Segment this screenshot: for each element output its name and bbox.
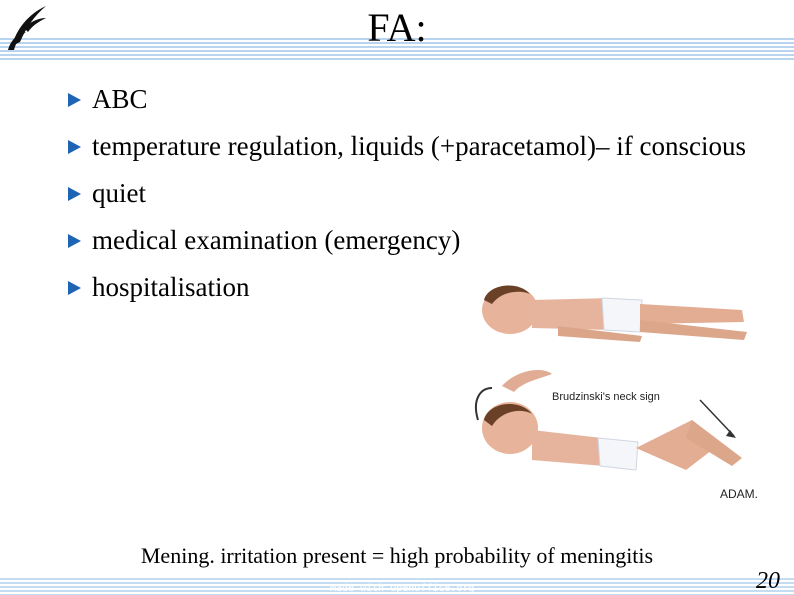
bullet-item: quiet <box>66 178 766 208</box>
bullet-text: ABC <box>92 84 148 114</box>
bullet-item: medical examination (emergency) <box>66 225 766 255</box>
figure-brand: ADAM. <box>720 487 758 501</box>
openoffice-logo-icon <box>8 6 46 50</box>
bullet-item: hospitalisation <box>66 272 766 302</box>
bullet-text: hospitalisation <box>92 272 250 302</box>
footer-note: Made with OpenOffice.org <box>330 583 475 594</box>
child-neck-flexed <box>474 370 742 471</box>
triangle-bullet-icon <box>68 234 81 248</box>
brudzinski-illustration: Brudzinski's neck sign ADAM. <box>462 270 774 510</box>
bullet-text: quiet <box>92 178 146 208</box>
bullet-item: ABC <box>66 84 766 114</box>
triangle-bullet-icon <box>68 187 81 201</box>
footer-stripes <box>0 578 794 595</box>
page-number: 20 <box>756 568 780 594</box>
triangle-bullet-icon <box>68 281 81 295</box>
child-illustration: Brudzinski's neck sign ADAM. <box>474 285 758 501</box>
triangle-bullet-icon <box>68 140 81 154</box>
slide-caption: Mening. irritation present = high probab… <box>140 543 654 568</box>
bullet-text: medical examination (emergency) <box>92 225 461 255</box>
bullet-text: temperature regulation, liquids (+parace… <box>92 131 746 161</box>
figure-label: Brudzinski's neck sign <box>552 391 660 403</box>
triangle-bullet-icon <box>68 93 81 107</box>
header-stripes <box>0 38 794 62</box>
child-lying-flat <box>482 285 747 342</box>
slide-title: FA: <box>367 5 427 50</box>
bullet-item: temperature regulation, liquids (+parace… <box>66 131 766 161</box>
bullet-list: ABC temperature regulation, liquids (+pa… <box>66 84 766 319</box>
